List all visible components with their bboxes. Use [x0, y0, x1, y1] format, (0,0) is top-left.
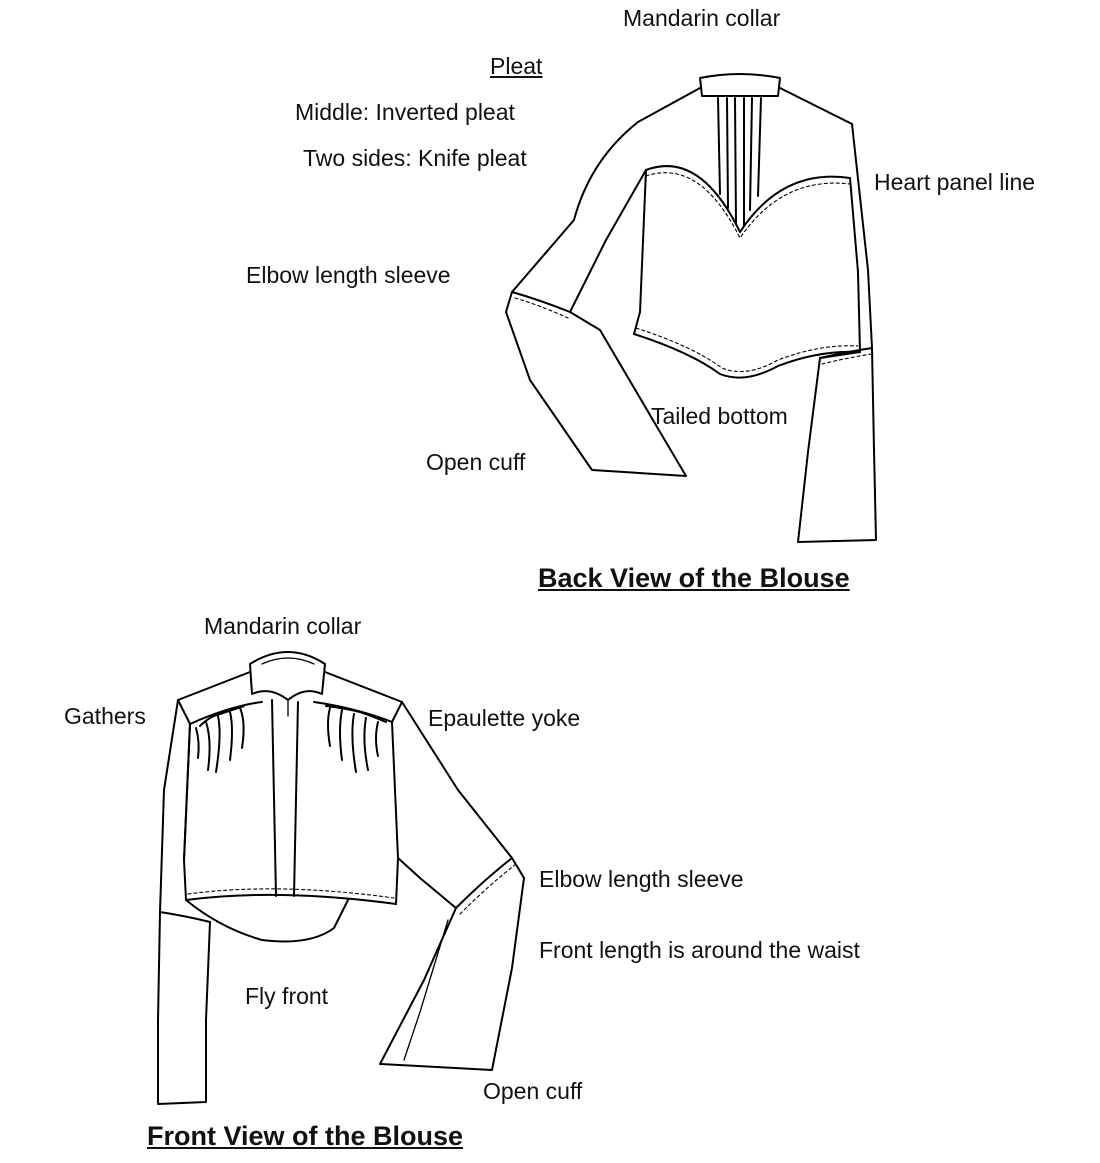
front-gathers-left [195, 705, 245, 773]
back-elbow-sleeve-label: Elbow length sleeve [246, 262, 451, 288]
front-right-sleeve-band-stitch [459, 863, 517, 915]
front-fly-front-label: Fly front [245, 983, 329, 1009]
back-left-sleeve-band [511, 291, 571, 313]
front-right-sleeve-band [455, 857, 513, 909]
back-view-title: Back View of the Blouse [538, 563, 850, 593]
front-left-sleeve-upper [159, 699, 191, 913]
back-shoulders [637, 87, 853, 125]
front-epaulette-yoke [177, 699, 403, 725]
back-mandarin-collar-label: Mandarin collar [623, 5, 781, 31]
back-pleat-heading: Pleat [490, 53, 543, 79]
front-right-sleeve-upper [397, 701, 513, 909]
back-collar [699, 73, 781, 97]
front-left-sleeve-lower [157, 911, 211, 1105]
front-fly-placket [271, 699, 299, 897]
front-gathers-label: Gathers [64, 703, 146, 729]
back-left-sleeve-lower [505, 291, 687, 477]
front-right-sleeve-lower [379, 857, 525, 1071]
front-epaulette-yoke-label: Epaulette yoke [428, 705, 581, 731]
back-view-drawing [505, 73, 877, 543]
back-middle-pleat-label: Middle: Inverted pleat [295, 99, 515, 125]
back-body-left [633, 169, 647, 335]
back-left-sleeve-upper [511, 121, 647, 313]
back-heart-panel-label: Heart panel line [874, 169, 1036, 195]
back-right-sleeve-band-stitch [821, 353, 873, 365]
back-open-cuff-label: Open cuff [426, 449, 526, 475]
front-hem-stitch [187, 888, 395, 899]
front-shoulders [177, 671, 403, 703]
back-heart-panel-line [645, 165, 851, 233]
front-gathers-right [325, 705, 387, 773]
front-left-sleeve-band [159, 911, 211, 923]
back-pleats [717, 97, 762, 227]
back-right-sleeve-upper [819, 123, 873, 359]
front-view-title: Front View of the Blouse [147, 1121, 464, 1151]
back-right-sleeve-lower [797, 347, 877, 543]
back-tailed-hem [633, 333, 861, 379]
back-tailed-bottom-label: Tailed bottom [651, 403, 788, 429]
front-elbow-sleeve-label: Elbow length sleeve [539, 866, 744, 892]
front-length-note: Front length is around the waist [539, 937, 860, 963]
back-hem-stitch [635, 327, 859, 373]
back-body-right [849, 177, 861, 353]
front-right-cuff-opening [403, 919, 449, 1061]
front-collar-inner [261, 657, 315, 717]
front-collar [249, 651, 326, 701]
front-hem [185, 893, 397, 943]
back-right-sleeve-band [819, 347, 873, 359]
front-view-drawing [157, 651, 525, 1105]
front-open-cuff-label: Open cuff [483, 1078, 583, 1104]
back-side-pleat-label: Two sides: Knife pleat [303, 145, 527, 171]
front-body-right [391, 721, 399, 905]
front-mandarin-collar-label: Mandarin collar [204, 613, 362, 639]
back-heart-panel-stitch [645, 172, 851, 239]
